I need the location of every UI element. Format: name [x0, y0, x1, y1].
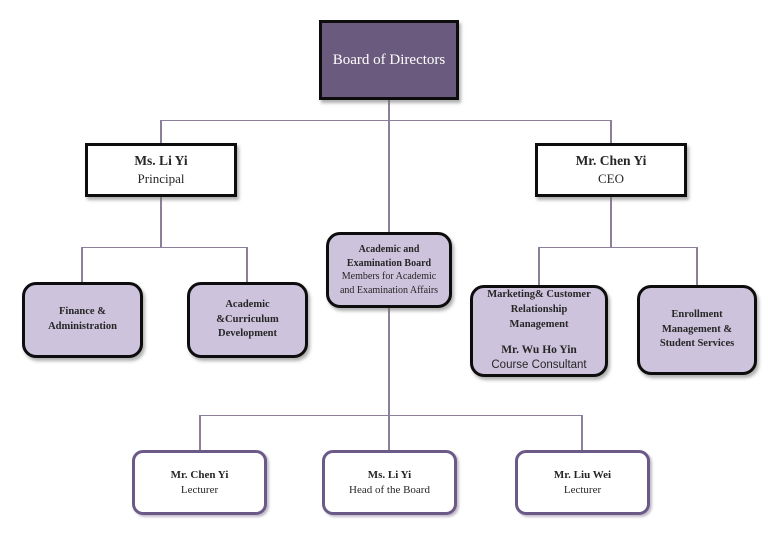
board-label: Board of Directors [332, 51, 446, 68]
node-ceo: Mr. Chen Yi CEO [535, 143, 687, 197]
connector-level1-horizontal [161, 120, 611, 121]
connector-curriculum-drop [246, 247, 248, 282]
exam-board-subtitle: Members for Academic and Examination Aff… [339, 271, 439, 296]
exam-board-title: Academic and Examination Board [346, 244, 432, 269]
connector-marketing-drop [538, 247, 540, 285]
node-academic-examination-board: Academic and Examination Board Members f… [326, 232, 452, 308]
finance-title: Finance & Administration [48, 306, 117, 332]
connector-principal-drop [160, 120, 162, 143]
lecturer-liu-name: Mr. Liu Wei [553, 468, 612, 481]
connector-lecturer-liu-drop [581, 415, 583, 450]
enrollment-title: Enrollment Management & Student Services [659, 308, 735, 350]
marketing-consultant-name: Mr. Wu Ho Yin [501, 343, 577, 356]
node-lecturer-liu: Mr. Liu Wei Lecturer [515, 450, 650, 515]
principal-role: Principal [137, 171, 185, 187]
connector-right-horizontal [539, 247, 698, 248]
connector-examboard-stem [388, 308, 390, 415]
node-marketing-customer-relationship: Marketing& Customer Relationship Managem… [470, 285, 608, 377]
connector-head-board-drop [388, 415, 390, 450]
head-of-board-name: Ms. Li Yi [367, 468, 412, 481]
lecturer-liu-role: Lecturer [563, 484, 602, 497]
connector-left-horizontal [82, 247, 248, 248]
marketing-consultant-role: Course Consultant [491, 359, 587, 372]
curriculum-title: Academic &Curriculum Development [216, 298, 279, 340]
node-enrollment-student-services: Enrollment Management & Student Services [637, 285, 757, 375]
node-board-of-directors: Board of Directors [319, 20, 459, 100]
connector-board-center-stem [388, 100, 390, 232]
lecturer-chen-name: Mr. Chen Yi [170, 468, 229, 481]
node-principal: Ms. Li Yi Principal [85, 143, 237, 197]
connector-bottom-horizontal [200, 415, 583, 416]
node-academic-curriculum-development: Academic &Curriculum Development [187, 282, 308, 358]
connector-finance-drop [81, 247, 83, 282]
node-finance-administration: Finance & Administration [22, 282, 143, 358]
connector-principal-stem [160, 197, 162, 247]
connector-ceo-drop [610, 120, 612, 143]
principal-name: Ms. Li Yi [134, 153, 188, 169]
connector-ceo-stem [610, 197, 612, 247]
node-head-of-board: Ms. Li Yi Head of the Board [322, 450, 457, 515]
connector-lecturer-chen-drop [199, 415, 201, 450]
ceo-name: Mr. Chen Yi [575, 153, 647, 169]
ceo-role: CEO [598, 171, 624, 187]
marketing-title: Marketing& Customer Relationship Managem… [487, 289, 591, 330]
connector-enrollment-drop [696, 247, 698, 285]
node-lecturer-chen: Mr. Chen Yi Lecturer [132, 450, 267, 515]
head-of-board-role: Head of the Board [349, 484, 430, 497]
lecturer-chen-role: Lecturer [180, 484, 219, 497]
